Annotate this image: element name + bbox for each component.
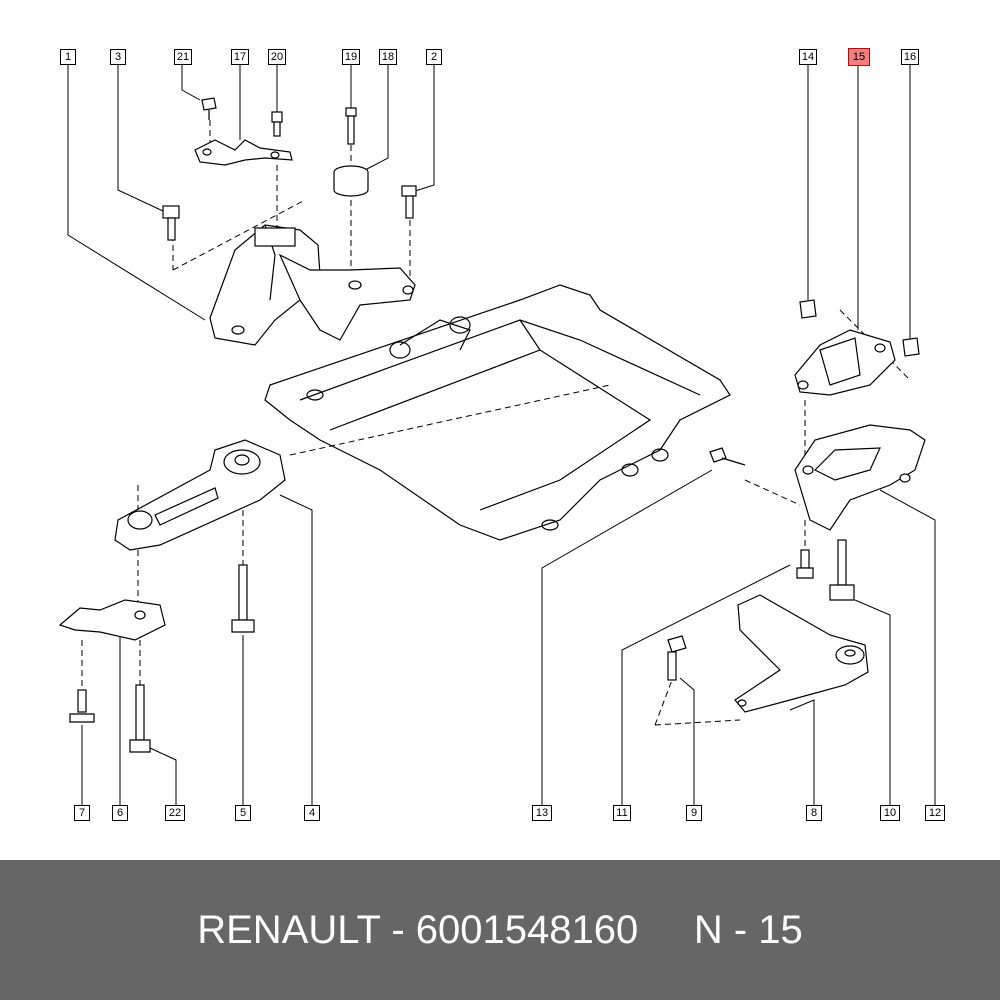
assembly-line <box>839 309 911 381</box>
part-label-3: 3 <box>110 49 126 65</box>
assembly-line <box>654 679 673 726</box>
bracket-6 <box>58 599 166 641</box>
rubber-bush-18 <box>333 165 369 197</box>
part-label-7: 7 <box>74 805 90 821</box>
stud-10 <box>829 539 855 601</box>
leader-line-3 <box>117 65 166 213</box>
bolt-22 <box>129 684 151 753</box>
part-label-20: 20 <box>268 49 286 65</box>
bolt-9 <box>667 635 687 681</box>
bolt-3 <box>162 205 180 241</box>
front-subframe <box>264 284 731 541</box>
lower-support-bracket <box>734 594 869 713</box>
part-label-8: 8 <box>806 805 822 821</box>
leader-line-9 <box>679 677 695 805</box>
part-label-14: 14 <box>799 49 817 65</box>
leader-line-13 <box>541 469 713 805</box>
bolt-20 <box>271 111 283 137</box>
bolt-13 <box>709 447 746 466</box>
leader-line-21 <box>181 65 201 101</box>
fastener-21 <box>201 97 217 120</box>
bolt-2 <box>401 185 417 219</box>
part-number-caption: RENAULT - 6001548160 N - 15 <box>197 907 803 952</box>
part-label-1: 1 <box>60 49 76 65</box>
part-label-18: 18 <box>379 49 397 65</box>
assembly-line <box>744 479 801 506</box>
part-label-13: 13 <box>532 805 552 821</box>
bolt-11 <box>796 549 814 579</box>
gearbox-bracket <box>794 424 926 531</box>
part-label-17: 17 <box>231 49 249 65</box>
footer-bar: RENAULT - 6001548160 N - 15 <box>0 860 1000 1000</box>
assembly-line <box>654 719 741 726</box>
exploded-parts-diagram <box>58 65 936 805</box>
part-label-6: 6 <box>112 805 128 821</box>
assembly-line <box>289 384 611 456</box>
bolt-19 <box>345 107 357 145</box>
leader-line-11 <box>621 564 791 805</box>
part-label-21: 21 <box>174 49 192 65</box>
nut-14 <box>799 299 817 319</box>
engine-mount-bracket <box>209 224 416 346</box>
part-label-9: 9 <box>686 805 702 821</box>
nut-16 <box>902 337 920 357</box>
bolt-7 <box>69 689 95 723</box>
leader-line-2 <box>411 65 435 193</box>
leader-line-22 <box>149 747 177 805</box>
leader-line-8 <box>789 699 815 805</box>
leader-line-10 <box>854 599 891 805</box>
assembly-line <box>172 199 306 271</box>
leader-line-4 <box>279 494 313 805</box>
part-label-10: 10 <box>880 805 900 821</box>
torque-rod <box>114 439 286 551</box>
part-label-12: 12 <box>925 805 945 821</box>
part-label-11: 11 <box>613 805 631 821</box>
leader-line-12 <box>879 489 936 805</box>
part-label-15-highlighted: 15 <box>848 48 870 66</box>
part-label-16: 16 <box>901 49 919 65</box>
part-label-19: 19 <box>342 49 360 65</box>
part-label-22: 22 <box>165 805 185 821</box>
part-label-4: 4 <box>304 805 320 821</box>
leader-line-1 <box>67 65 206 321</box>
transmission-mount-pad <box>794 329 896 396</box>
part-label-2: 2 <box>426 49 442 65</box>
leader-line-18 <box>364 65 389 171</box>
bracket-17 <box>194 139 293 166</box>
bolt-5 <box>231 564 255 633</box>
part-label-5: 5 <box>235 805 251 821</box>
